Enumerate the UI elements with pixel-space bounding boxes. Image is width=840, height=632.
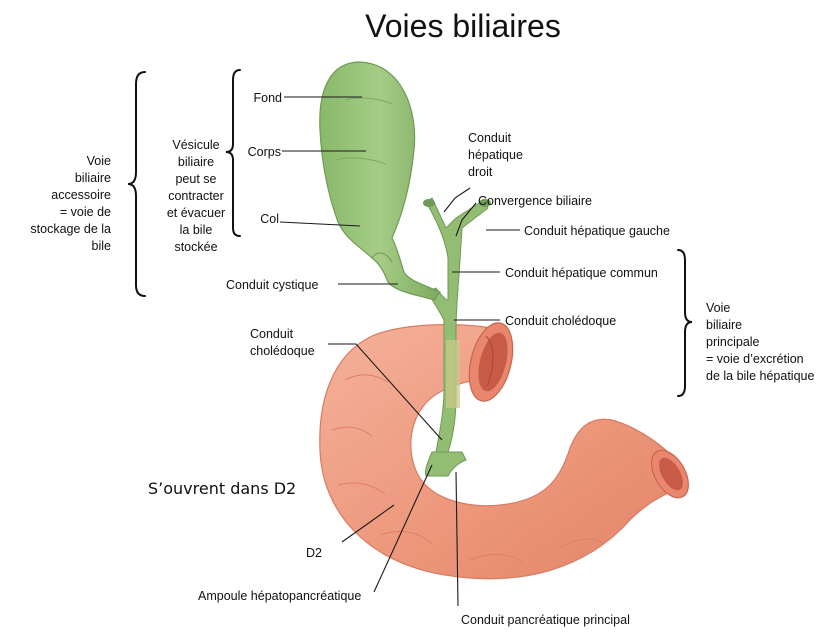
svg-text:biliaire: biliaire (178, 155, 214, 169)
svg-text:cholédoque: cholédoque (250, 344, 315, 358)
label-voie-principale: Voie biliaire principale = voie d’excrét… (706, 301, 814, 383)
svg-text:peut se: peut se (175, 172, 216, 186)
svg-text:accessoire: accessoire (51, 188, 111, 202)
duodenum-illustration (320, 318, 696, 578)
label-conduit-choledoque: Conduit cholédoque (505, 314, 616, 328)
svg-text:contracter: contracter (168, 189, 224, 203)
label-conduit-pancreatique: Conduit pancréatique principal (461, 613, 630, 627)
svg-text:stockage de la: stockage de la (30, 222, 111, 236)
svg-text:la bile: la bile (180, 223, 213, 237)
svg-text:Voie: Voie (87, 154, 111, 168)
svg-text:Voie: Voie (706, 301, 730, 315)
label-conduit-choledoque-left: Conduit cholédoque (250, 327, 315, 358)
svg-text:biliaire: biliaire (75, 171, 111, 185)
label-conduit-hepatique-gauche: Conduit hépatique gauche (524, 224, 670, 238)
label-conduit-hepatique-droit: Conduit hépatique droit (468, 131, 523, 179)
svg-text:hépatique: hépatique (468, 148, 523, 162)
label-convergence-biliaire: Convergence biliaire (478, 194, 592, 208)
label-d2: D2 (306, 546, 322, 560)
brace-voie-accessoire (128, 72, 145, 296)
svg-text:stockée: stockée (174, 240, 217, 254)
label-col: Col (260, 212, 279, 226)
label-corps: Corps (248, 145, 281, 159)
label-conduit-cystique: Conduit cystique (226, 278, 318, 292)
svg-text:biliaire: biliaire (706, 318, 742, 332)
label-vesicule: Vésicule biliaire peut se contracter et … (167, 138, 225, 254)
gallbladder-illustration (320, 62, 440, 300)
brace-vesicule (226, 70, 240, 236)
svg-text:droit: droit (468, 165, 493, 179)
page-title: Voies biliaires (365, 8, 561, 44)
label-ampoule: Ampoule hépatopancréatique (198, 589, 361, 603)
label-conduit-hepatique-commun: Conduit hépatique commun (505, 266, 658, 280)
svg-text:Conduit: Conduit (468, 131, 512, 145)
svg-text:de la bile hépatique: de la bile hépatique (706, 369, 814, 383)
label-fond: Fond (254, 91, 283, 105)
svg-text:= voie d’excrétion: = voie d’excrétion (706, 352, 804, 366)
label-voie-accessoire: Voie biliaire accessoire = voie de stock… (30, 154, 111, 253)
svg-text:principale: principale (706, 335, 760, 349)
svg-text:Vésicule: Vésicule (172, 138, 219, 152)
svg-text:Conduit: Conduit (250, 327, 294, 341)
svg-text:bile: bile (92, 239, 112, 253)
svg-text:et évacuer: et évacuer (167, 206, 225, 220)
brace-voie-principale (678, 250, 692, 396)
note-ouvrent-d2: S’ouvrent dans D2 (148, 479, 296, 498)
svg-text:= voie de: = voie de (60, 205, 111, 219)
